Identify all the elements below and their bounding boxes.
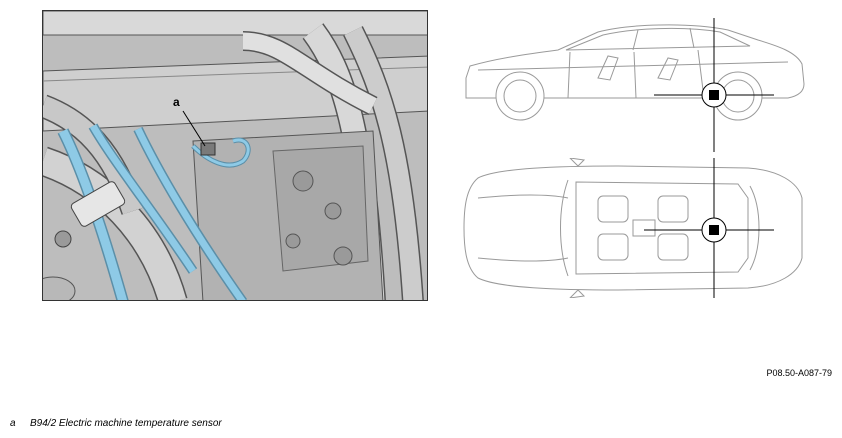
vehicle-top-view: [458, 157, 808, 299]
vehicle-side-view: [458, 18, 808, 152]
figure-reference-code: P08.50-A087-79: [766, 368, 832, 378]
legend-key: a: [10, 418, 16, 429]
callout-letter-a: a: [173, 95, 180, 109]
legend-text: B94/2 Electric machine temperature senso…: [30, 418, 222, 429]
figure-legend: a B94/2 Electric machine temperature sens…: [10, 418, 222, 429]
engine-bay-illustration: [42, 10, 428, 301]
